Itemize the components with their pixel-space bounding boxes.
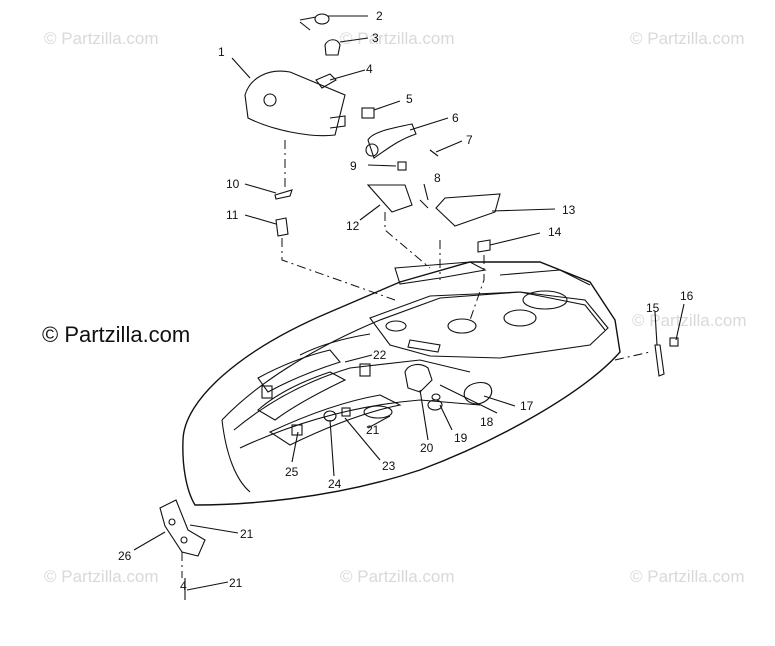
- watermark: © Partzilla.com: [44, 29, 159, 48]
- callout-5: 5: [406, 92, 413, 106]
- watermark: © Partzilla.com: [340, 29, 455, 48]
- watermark: © Partzilla.com: [44, 567, 159, 586]
- callout-12: 12: [346, 219, 360, 233]
- callout-numbers: 1 2 3 4 5 6 7 8 9 10 11 12 13 14 15 16 1…: [118, 9, 694, 593]
- callout-20: 20: [420, 441, 434, 455]
- callout-13: 13: [562, 203, 576, 217]
- callout-3: 3: [372, 31, 379, 45]
- callout-21: 21: [366, 423, 380, 437]
- callout-24: 24: [328, 477, 342, 491]
- callout-1: 1: [218, 45, 225, 59]
- watermark-main: © Partzilla.com: [42, 322, 190, 347]
- callout-8: 8: [434, 171, 441, 185]
- callout-10: 10: [226, 177, 240, 191]
- callout-21: 21: [229, 576, 243, 590]
- callout-16: 16: [680, 289, 694, 303]
- callout-6: 6: [452, 111, 459, 125]
- callout-14: 14: [548, 225, 562, 239]
- callout-23: 23: [382, 459, 396, 473]
- callout-11: 11: [226, 208, 239, 222]
- explosion-lines: [181, 140, 651, 578]
- callout-17: 17: [520, 399, 534, 413]
- callout-4: 4: [366, 62, 373, 76]
- callout-25: 25: [285, 465, 299, 479]
- callout-18: 18: [480, 415, 494, 429]
- lower-bracket: [159, 499, 206, 600]
- callout-7: 7: [466, 133, 473, 147]
- callout-4: 4: [180, 579, 187, 593]
- leader-lines: [133, 15, 685, 591]
- watermark: © Partzilla.com: [632, 311, 747, 330]
- callout-26: 26: [118, 549, 132, 563]
- callout-9: 9: [350, 159, 357, 173]
- callout-21: 21: [240, 527, 254, 541]
- watermark: © Partzilla.com: [340, 567, 455, 586]
- callout-22: 22: [373, 348, 387, 362]
- callout-19: 19: [454, 431, 468, 445]
- callout-2: 2: [376, 9, 383, 23]
- upper-parts: [244, 13, 679, 377]
- console-body: [182, 261, 621, 506]
- watermark: © Partzilla.com: [630, 29, 745, 48]
- watermark: © Partzilla.com: [630, 567, 745, 586]
- callout-15: 15: [646, 301, 660, 315]
